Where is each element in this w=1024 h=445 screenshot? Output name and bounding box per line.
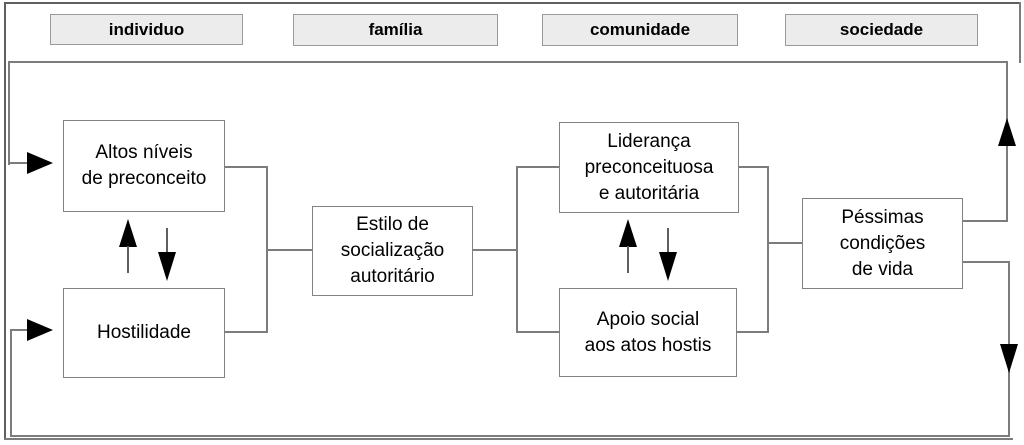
edge-comunidade-left-bracket-vertical [516, 166, 518, 333]
node-lideranca-label: Liderança preconceituosa e autoritária [584, 130, 714, 204]
edge-lideranca-to-bracket [739, 166, 769, 168]
node-pessimas-condicoes: Péssimas condições de vida [802, 198, 963, 289]
outer-frame-bottom [4, 438, 1013, 440]
arrowhead-down-icon [1000, 344, 1018, 373]
column-header-comunidade-label: comunidade [589, 20, 691, 39]
node-altos-niveis: Altos níveis de preconceito [63, 120, 225, 212]
edge-bracket-to-estilo [266, 249, 312, 251]
edge-bracket-to-apoio [516, 331, 560, 333]
column-header-familia: família [293, 14, 498, 46]
node-apoio-social-label: Apoio social aos atos hostis [584, 308, 712, 356]
column-header-comunidade: comunidade [542, 14, 738, 46]
arrowhead-right-into-altos-icon [27, 152, 53, 174]
edge-bottom-loop-left-vertical [10, 329, 12, 437]
edge-up-arrow-shaft-individuo [127, 246, 129, 273]
node-estilo-socializacao-label: Estilo de socialização autoritário [340, 214, 445, 287]
edge-comunidade-right-bracket-vertical [767, 166, 769, 333]
column-header-sociedade-label: sociedade [839, 20, 924, 39]
arrowhead-right-into-hostilidade-icon [27, 319, 53, 341]
edge-bracket-to-lideranca [516, 166, 560, 168]
arrowhead-up-icon [998, 118, 1016, 146]
node-pessimas-condicoes-label: Péssimas condições de vida [839, 206, 926, 280]
column-header-familia-label: família [368, 20, 423, 39]
node-altos-niveis-label: Altos níveis de preconceito [81, 142, 207, 189]
edge-top-loop-horizontal [8, 61, 1008, 63]
edge-pessimas-bottom-out [963, 261, 1010, 263]
node-hostilidade-label: Hostilidade [97, 322, 191, 343]
edge-into-hostilidade-stub [10, 329, 28, 331]
node-apoio-social: Apoio social aos atos hostis [559, 288, 737, 377]
outer-frame-top [5, 2, 1021, 4]
column-header-individuo-label: individuo [108, 19, 185, 39]
arrowhead-down-lideranca-to-apoio-icon [659, 252, 677, 281]
arrowhead-down-altos-to-hostilidade-icon [158, 252, 176, 281]
edge-pessimas-top-out [963, 220, 1008, 222]
edge-down-arrow-shaft-individuo [166, 228, 168, 253]
outer-frame-left [4, 2, 6, 440]
edge-down-arrow-shaft-comunidade [667, 228, 669, 253]
column-header-individuo: individuo [50, 14, 243, 45]
edge-top-loop-left-vertical [8, 61, 10, 165]
arrowhead-up-hostilidade-to-altos-icon [119, 219, 137, 247]
column-header-sociedade: sociedade [785, 14, 978, 46]
edge-into-altos-stub [8, 162, 28, 164]
edge-hostilidade-to-bracket [225, 331, 268, 333]
edge-up-arrow-shaft-comunidade [627, 246, 629, 273]
edge-estilo-to-bracket [473, 249, 518, 251]
node-hostilidade: Hostilidade [63, 288, 225, 378]
node-estilo-socializacao: Estilo de socialização autoritário [312, 206, 473, 296]
edge-altos-to-bracket [225, 166, 268, 168]
edge-apoio-to-bracket [737, 331, 769, 333]
node-lideranca: Liderança preconceituosa e autoritária [559, 122, 739, 213]
edge-bottom-loop-horizontal [10, 435, 1010, 437]
edge-bracket-to-pessimas [767, 242, 803, 244]
arrowhead-up-apoio-to-lideranca-icon [619, 219, 637, 247]
outer-frame-right [1019, 2, 1021, 63]
